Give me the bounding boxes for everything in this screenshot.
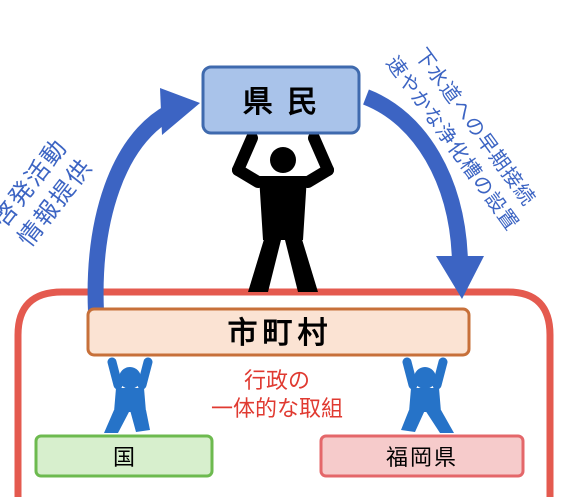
prefecture-box bbox=[319, 434, 525, 478]
municipality-box bbox=[86, 307, 471, 357]
prefecture-label: 福岡県 bbox=[386, 446, 458, 471]
national-label: 国 bbox=[113, 446, 135, 471]
right-arrow bbox=[362, 89, 468, 263]
supporter-right-icon bbox=[401, 357, 454, 433]
admin-text-line1: 行政の bbox=[244, 369, 310, 394]
citizen-figure-icon bbox=[232, 132, 334, 292]
municipality-label: 市町村 bbox=[228, 316, 333, 351]
left-arrow bbox=[87, 104, 175, 313]
right-arrow-head bbox=[436, 256, 484, 299]
supporter-left-icon bbox=[104, 357, 153, 433]
national-box bbox=[34, 434, 214, 478]
admin-text-line2: 一体的な取組 bbox=[211, 397, 343, 422]
citizens-label: 県 民 bbox=[243, 85, 319, 120]
citizens-box bbox=[201, 65, 361, 135]
left-arrow-head bbox=[160, 88, 200, 135]
